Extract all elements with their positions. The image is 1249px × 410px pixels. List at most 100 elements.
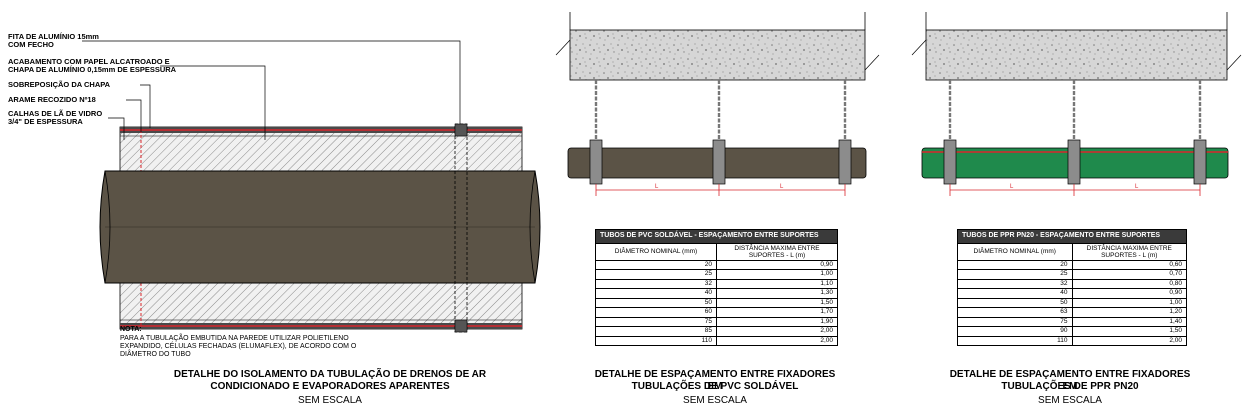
diameter-cell: 110	[595, 335, 717, 346]
distance-cell: 0,70	[1071, 269, 1187, 280]
caption-ppr-2: TUBULAÇÕES DE PPR PN20	[1001, 381, 1139, 392]
diameter-cell: 25	[595, 269, 717, 280]
table-title: TUBOS DE PPR PN20 - ESPAÇAMENTO ENTRE SU…	[957, 229, 1187, 244]
caption-pvc-2: TUBULAÇÕES DE PVC SOLDÁVEL	[631, 381, 799, 392]
diameter-cell: 25	[957, 269, 1073, 280]
diameter-cell: 60	[595, 307, 717, 318]
note-line: EXPANDIDO, CÉLULAS FECHADAS (ELUMAFLEX),…	[120, 343, 357, 350]
leader-glasswool	[108, 117, 125, 140]
pvc-spacing-table: TUBOS DE PVC SOLDÁVEL - ESPAÇAMENTO ENTR…	[595, 229, 838, 346]
caption-insulation-1: DETALHE DO ISOLAMENTO DA TUBULAÇÃO DE DR…	[173, 369, 487, 380]
distance-cell: 1,10	[716, 278, 838, 289]
dimension-label: L	[655, 184, 659, 190]
distance-cell: 2,00	[1071, 335, 1187, 346]
diameter-cell: 85	[595, 326, 717, 337]
caption-ppr-1: DETALHE DE ESPAÇAMENTO ENTRE FIXADORES E…	[949, 369, 1191, 392]
note-line: PARA A TUBULAÇÃO EMBUTIDA NA PAREDE UTIL…	[120, 335, 349, 342]
diameter-cell: 20	[957, 259, 1073, 270]
table-header-diameter: DIÂMETRO NOMINAL (mm)	[595, 242, 717, 261]
label-wire: ARAME RECOZIDO Nº18	[8, 95, 96, 104]
dimension-label: L	[1010, 184, 1014, 190]
diameter-cell: 20	[595, 259, 717, 270]
pvc-support-detail	[555, 12, 880, 196]
leader-overlap	[140, 84, 151, 128]
concrete-slab	[569, 29, 866, 81]
diameter-cell: 90	[957, 326, 1073, 337]
leader-tape	[82, 40, 461, 124]
caption-pvc-1: DETALHE DE ESPAÇAMENTO ENTRE FIXADORES E…	[594, 369, 836, 392]
pipe-clamp	[712, 139, 726, 185]
distance-cell: 1,90	[716, 316, 838, 327]
diameter-cell: 50	[595, 297, 717, 308]
pipe-clamp	[943, 139, 957, 185]
label-finish: ACABAMENTO COM PAPEL ALCATROADO E	[8, 57, 170, 66]
distance-cell: 0,80	[1071, 278, 1187, 289]
distance-cell: 2,00	[716, 326, 838, 337]
insulation-detail	[82, 40, 541, 333]
pipe-clamp	[1193, 139, 1207, 185]
scale-ppr: SEM ESCALA	[1038, 395, 1102, 406]
label-overlap: SOBREPOSIÇÃO DA CHAPA	[8, 80, 111, 89]
dimension-label: L	[780, 184, 784, 190]
dimension-label: L	[1135, 184, 1139, 190]
diameter-cell: 32	[595, 278, 717, 289]
diameter-cell: 75	[957, 316, 1073, 327]
distance-cell: 0,60	[1071, 259, 1187, 270]
diameter-cell: 40	[957, 288, 1073, 299]
pipe-clamp	[589, 139, 603, 185]
diameter-cell: 63	[957, 307, 1073, 318]
note-line: DIÂMETRO DO TUBO	[120, 351, 191, 358]
label-glasswool: CALHAS DE LÃ DE VIDRO	[8, 109, 103, 118]
scale-pvc: SEM ESCALA	[683, 395, 747, 406]
distance-cell: 1,70	[716, 307, 838, 318]
distance-cell: 1,00	[716, 269, 838, 280]
concrete-slab	[925, 29, 1228, 81]
leader-finish	[160, 65, 266, 140]
distance-cell: 2,00	[716, 335, 838, 346]
diameter-cell: 32	[957, 278, 1073, 289]
distance-cell: 1,40	[1071, 316, 1187, 327]
table-header-diameter: DIÂMETRO NOMINAL (mm)	[957, 242, 1073, 261]
caption-insulation-2: CONDICIONADO E EVAPORADORES APARENTES	[210, 381, 450, 392]
distance-cell: 1,50	[716, 297, 838, 308]
label-tape-2: COM FECHO	[8, 40, 54, 49]
distance-cell: 1,50	[1071, 326, 1187, 337]
diameter-cell: 50	[957, 297, 1073, 308]
label-finish-2: CHAPA DE ALUMÍNIO 0,15mm DE ESPESSURA	[8, 65, 177, 74]
label-tape: FITA DE ALUMÍNIO 15mm	[8, 32, 99, 41]
distance-cell: 0,90	[716, 259, 838, 270]
pipe-clamp	[838, 139, 852, 185]
distance-cell: 1,00	[1071, 297, 1187, 308]
label-glasswool-2: 3/4" DE ESPESSURA	[8, 117, 83, 126]
ppr-spacing-table: TUBOS DE PPR PN20 - ESPAÇAMENTO ENTRE SU…	[957, 229, 1187, 346]
leader-wire	[126, 99, 142, 132]
table-title: TUBOS DE PVC SOLDÁVEL - ESPAÇAMENTO ENTR…	[595, 229, 838, 244]
pipe-clamp	[1067, 139, 1081, 185]
scale-insulation: SEM ESCALA	[298, 395, 362, 406]
distance-cell: 0,90	[1071, 288, 1187, 299]
diameter-cell: 40	[595, 288, 717, 299]
distance-cell: 1,30	[716, 288, 838, 299]
diameter-cell: 75	[595, 316, 717, 327]
